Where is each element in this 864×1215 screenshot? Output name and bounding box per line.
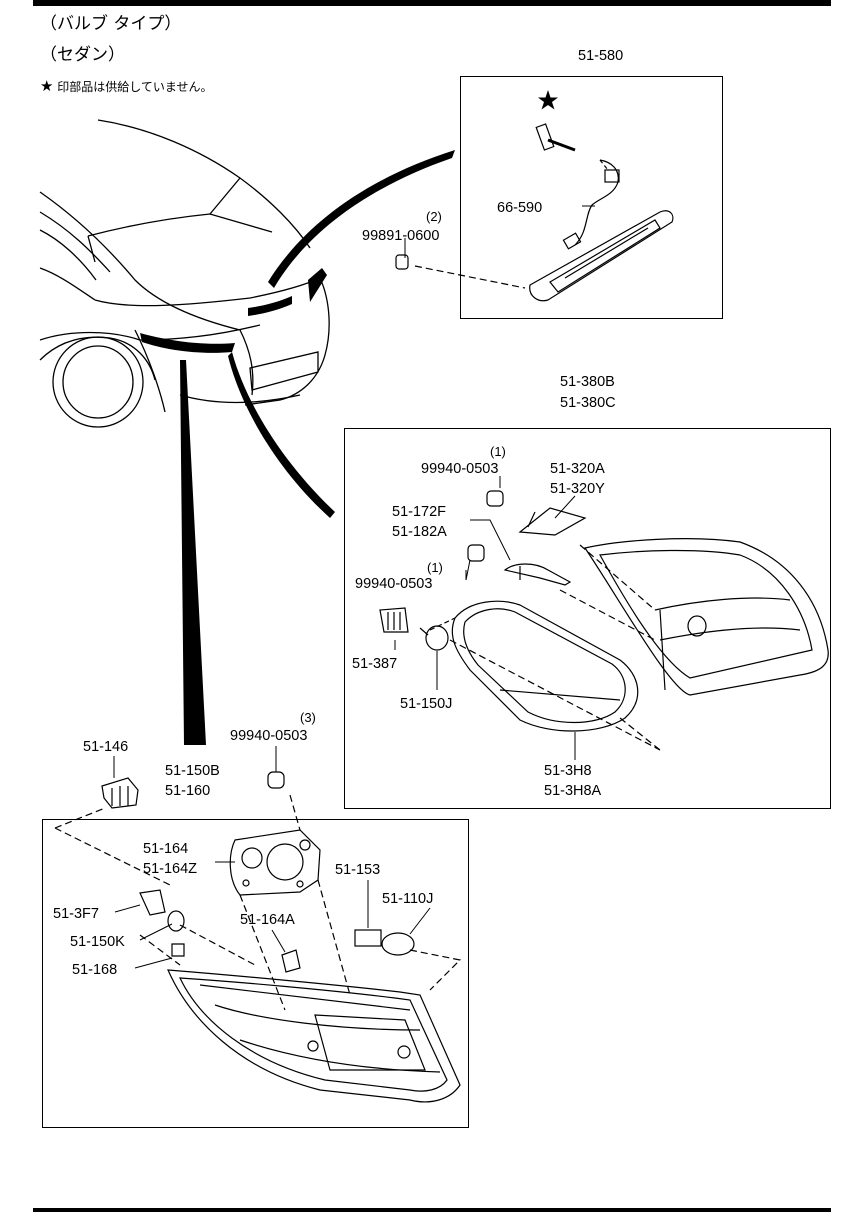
- bottom-rule: [33, 1208, 831, 1212]
- outer-lamp: [54, 771, 462, 1103]
- label-51-580: 51-580: [578, 48, 623, 64]
- label-51-150J: 51-150J: [400, 696, 452, 712]
- leader-lines: [113, 205, 595, 969]
- lamp-highlights: [140, 150, 455, 745]
- label-51-153: 51-153: [335, 862, 380, 878]
- label-qty-1a: (1): [490, 444, 506, 459]
- label-51-387: 51-387: [352, 656, 397, 672]
- label-51-164A: 51-164A: [240, 912, 295, 928]
- label-qty-3: (3): [300, 710, 316, 725]
- label-99940-0503-b: 99940-0503: [355, 576, 432, 592]
- label-51-110J: 51-110J: [382, 891, 433, 907]
- label-51-164: 51-164: [143, 841, 188, 857]
- supply-note-text: 印部品は供給していません。: [57, 80, 213, 94]
- part-labels: 51-580 66-590 (2) 99891-0600 51-380B 51-…: [53, 48, 623, 978]
- label-51-150B: 51-150B: [165, 763, 220, 779]
- label-99940-0503-a: 99940-0503: [421, 461, 498, 477]
- star-icon: ★: [40, 77, 54, 95]
- high-mount-lamp-box: [460, 76, 723, 319]
- inner-lamp-box: [344, 428, 831, 809]
- label-99891-0600: 99891-0600: [362, 228, 439, 244]
- star-mark-icon: [538, 90, 558, 110]
- header-title: （バルブ タイプ）: [40, 14, 182, 34]
- label-51-380C: 51-380C: [560, 395, 616, 411]
- label-51-182A: 51-182A: [392, 524, 447, 540]
- label-66-590: 66-590: [497, 200, 542, 216]
- inner-lamp: [379, 490, 829, 751]
- label-51-3H8A: 51-3H8A: [544, 783, 602, 799]
- label-51-320Y: 51-320Y: [550, 481, 605, 497]
- supply-note: ★ 印部品は供給していません。: [40, 77, 213, 95]
- label-51-160: 51-160: [165, 783, 210, 799]
- label-51-150K: 51-150K: [70, 934, 125, 950]
- label-51-146: 51-146: [83, 739, 128, 755]
- label-51-172F: 51-172F: [392, 504, 446, 520]
- label-qty-1b: (1): [427, 560, 443, 575]
- label-51-168: 51-168: [72, 962, 117, 978]
- outer-lamp-box: [42, 819, 469, 1128]
- label-qty-2: (2): [426, 209, 442, 224]
- label-51-3H8: 51-3H8: [544, 763, 592, 779]
- label-99940-0503-c: 99940-0503: [230, 728, 307, 744]
- car-rear-view: [39, 119, 330, 428]
- high-mount-lamp: [395, 123, 674, 302]
- label-51-164Z: 51-164Z: [143, 861, 197, 877]
- label-51-3F7: 51-3F7: [53, 906, 99, 922]
- label-51-320A: 51-320A: [550, 461, 605, 477]
- label-51-380B: 51-380B: [560, 374, 615, 390]
- top-rule: [33, 0, 831, 6]
- header-subtitle: （セダン）: [40, 45, 125, 65]
